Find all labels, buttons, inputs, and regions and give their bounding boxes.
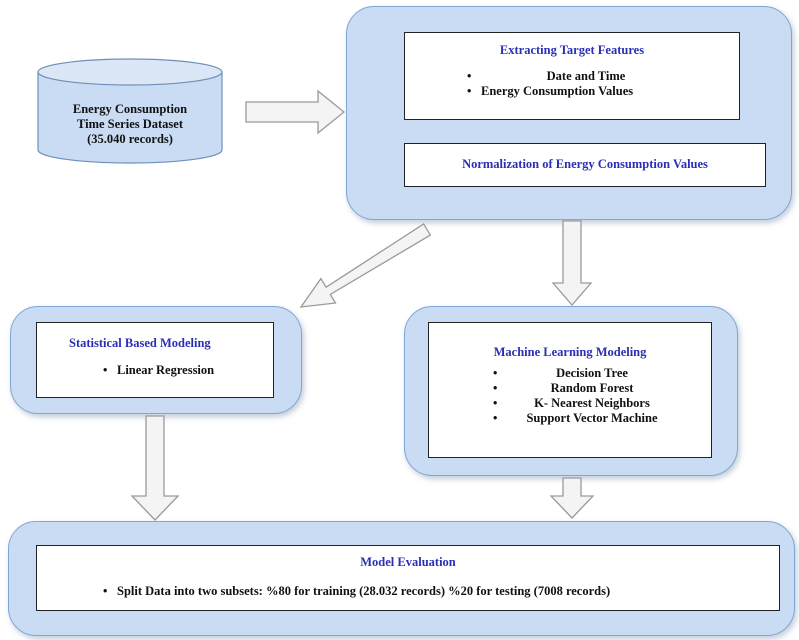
bullet-icon: • bbox=[493, 411, 498, 425]
statistical-box: Statistical Based Modeling •Linear Regre… bbox=[36, 322, 274, 398]
arrow-preprocessing-to-ml bbox=[551, 220, 593, 306]
list-item: •Split Data into two subsets: %80 for tr… bbox=[103, 584, 611, 598]
bullet-icon: • bbox=[493, 381, 498, 395]
normalization-title: Normalization of Energy Consumption Valu… bbox=[462, 157, 708, 171]
arrow-statistical-to-evaluation bbox=[130, 415, 180, 521]
extract-features-box: Extracting Target Features •Date and Tim… bbox=[404, 32, 740, 120]
ml-box: Machine Learning Modeling •Decision Tree… bbox=[428, 322, 712, 458]
dataset-label: Energy Consumption Time Series Dataset (… bbox=[40, 102, 220, 147]
bullet-icon: • bbox=[493, 366, 498, 380]
statistical-title: Statistical Based Modeling bbox=[69, 336, 211, 350]
arrow-dataset-to-preprocessing bbox=[245, 89, 346, 135]
bullet-icon: • bbox=[467, 84, 472, 98]
ml-title: Machine Learning Modeling bbox=[493, 345, 647, 359]
evaluation-title: Model Evaluation bbox=[360, 555, 456, 569]
normalization-box: Normalization of Energy Consumption Valu… bbox=[404, 143, 766, 187]
extract-features-list: •Date and Time •Energy Consumption Value… bbox=[405, 69, 739, 99]
dataset-line-2: Time Series Dataset bbox=[77, 117, 183, 131]
list-item: •K- Nearest Neighbors bbox=[493, 396, 650, 410]
evaluation-box: Model Evaluation •Split Data into two su… bbox=[36, 545, 780, 611]
bullet-icon: • bbox=[103, 363, 108, 377]
list-item: •Energy Consumption Values bbox=[467, 84, 634, 98]
ml-list: •Decision Tree •Random Forest •K- Neares… bbox=[429, 366, 711, 426]
evaluation-list: •Split Data into two subsets: %80 for tr… bbox=[37, 584, 779, 599]
bullet-icon: • bbox=[467, 69, 472, 83]
bullet-icon: • bbox=[103, 584, 108, 598]
dataset-line-1: Energy Consumption bbox=[72, 102, 188, 116]
dataset-cylinder bbox=[37, 58, 223, 164]
dataset-line-3: (35.040 records) bbox=[87, 132, 173, 146]
statistical-list: •Linear Regression bbox=[37, 363, 273, 378]
bullet-icon: • bbox=[493, 396, 498, 410]
list-item: •Decision Tree bbox=[493, 366, 628, 380]
arrow-ml-to-evaluation bbox=[549, 477, 595, 519]
arrow-preprocessing-to-statistical bbox=[299, 222, 432, 308]
extract-features-title: Extracting Target Features bbox=[499, 43, 645, 57]
list-item: •Date and Time bbox=[467, 69, 626, 83]
list-item: •Support Vector Machine bbox=[493, 411, 658, 425]
list-item: •Random Forest bbox=[493, 381, 634, 395]
list-item: •Linear Regression bbox=[103, 363, 215, 377]
